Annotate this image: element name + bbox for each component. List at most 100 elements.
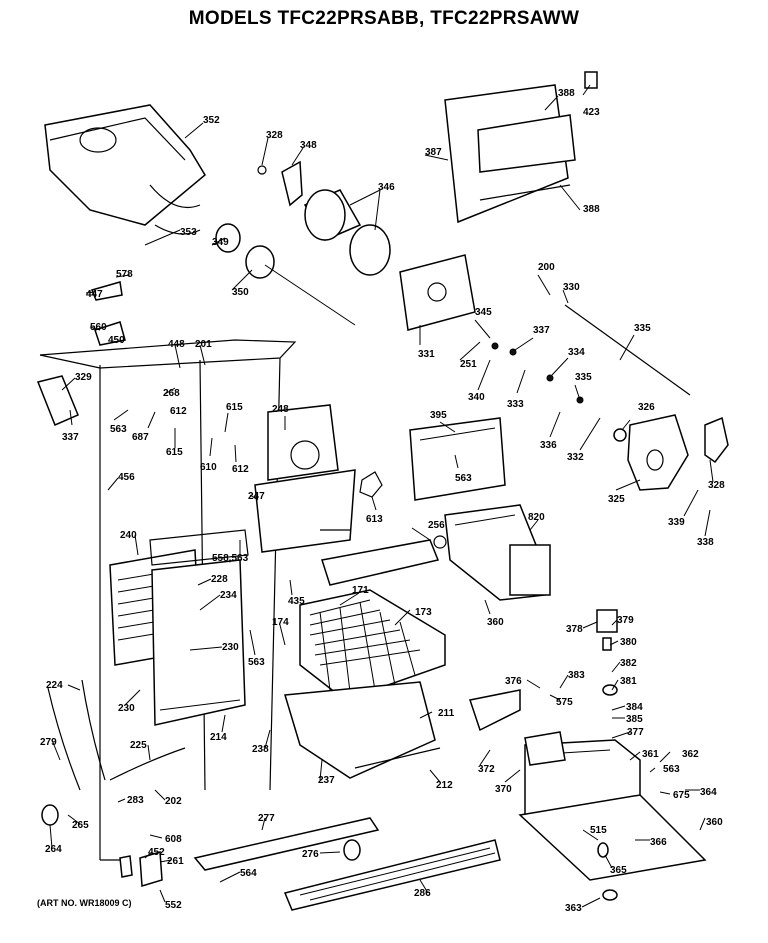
art-number-note: (ART NO. WR18009 C)	[37, 898, 132, 908]
part-callout-label: 340	[468, 392, 485, 403]
part-callout-label: 201	[195, 339, 212, 350]
part-callout-label: 211	[438, 708, 455, 719]
part-callout-label: 563	[663, 764, 680, 775]
part-callout-label: 173	[415, 607, 432, 618]
part-callout-label: 286	[414, 888, 431, 899]
part-callout-label: 435	[288, 596, 305, 607]
part-callout-label: 348	[300, 140, 317, 151]
part-callout-label: 328	[266, 130, 283, 141]
part-callout-label: 365	[610, 865, 627, 876]
part-callout-label: 326	[638, 402, 655, 413]
auger-assembly-part	[215, 160, 391, 326]
part-callout-label: 381	[620, 676, 637, 687]
part-callout-label: 276	[302, 849, 319, 860]
part-callout-label: 675	[673, 790, 690, 801]
part-callout-label: 331	[418, 349, 435, 360]
part-callout-label: 423	[583, 107, 600, 118]
part-callout-label: 563	[455, 473, 472, 484]
part-callout-label: 174	[272, 617, 289, 628]
part-callout-label: 200	[538, 262, 555, 273]
part-callout-label: 337	[533, 325, 550, 336]
damper-control-parts	[491, 304, 729, 491]
control-panel-part	[409, 417, 506, 501]
part-callout-label: 370	[495, 784, 512, 795]
leader-lines	[49, 84, 714, 908]
part-callout-label: 335	[634, 323, 651, 334]
part-callout-label: 615	[226, 402, 243, 413]
part-callout-label: 352	[203, 115, 220, 126]
part-callout-label: 610	[200, 462, 217, 473]
part-callout-label: 385	[626, 714, 643, 725]
part-callout-label: 388	[558, 88, 575, 99]
part-callout-label: 329	[75, 372, 92, 383]
bracket-small-parts	[36, 281, 126, 426]
part-callout-label: 383	[568, 670, 585, 681]
part-callout-label: 335	[575, 372, 592, 383]
part-callout-label: 560	[90, 322, 107, 333]
part-callout-label: 563	[110, 424, 127, 435]
part-callout-label: 360	[487, 617, 504, 628]
part-callout-label: 360	[706, 817, 723, 828]
ice-bucket-part	[44, 104, 206, 235]
part-callout-label: 361	[642, 749, 659, 760]
part-callout-label: 328	[708, 480, 725, 491]
part-callout-label: 372	[478, 764, 495, 775]
part-callout-label: 238	[252, 744, 269, 755]
part-callout-label: 608	[165, 834, 182, 845]
part-callout-label: 552	[165, 900, 182, 911]
part-callout-label: 261	[167, 856, 184, 867]
callout-labels: 3523283483463884233873883533493505784475…	[40, 88, 725, 914]
part-callout-label: 277	[258, 813, 275, 824]
part-callout-label: 234	[220, 590, 237, 601]
part-callout-label: 388	[583, 204, 600, 215]
part-callout-label: 279	[40, 737, 57, 748]
part-callout-label: 452	[148, 847, 165, 858]
part-callout-label: 251	[460, 359, 477, 370]
dispenser-door-part	[444, 71, 598, 224]
part-callout-label: 376	[505, 676, 522, 687]
part-callout-label: 612	[232, 464, 249, 475]
part-callout-label: 265	[72, 820, 89, 831]
part-callout-label: 214	[210, 732, 227, 743]
part-callout-label: 377	[627, 727, 644, 738]
part-callout-label: 378	[566, 624, 583, 635]
part-callout-label: 515	[590, 825, 607, 836]
storage-pan-part	[284, 681, 441, 779]
part-callout-label: 564	[240, 868, 257, 879]
part-callout-label: 336	[540, 440, 557, 451]
part-callout-label: 247	[248, 491, 265, 502]
part-callout-label: 283	[127, 795, 144, 806]
part-callout-label: 558,563	[212, 553, 249, 564]
shelf-part	[321, 539, 440, 586]
part-callout-label: 362	[682, 749, 699, 760]
part-callout-label: 820	[528, 512, 545, 523]
part-callout-label: 387	[425, 147, 442, 158]
part-callout-label: 380	[620, 637, 637, 648]
part-callout-label: 240	[120, 530, 137, 541]
part-callout-label: 350	[232, 287, 249, 298]
mounting-bracket-part	[399, 254, 476, 331]
dispenser-motor-part	[596, 609, 618, 696]
part-callout-label: 268	[163, 388, 180, 399]
diagram-title: MODELS TFC22PRSABB, TFC22PRSAWW	[188, 8, 580, 29]
part-callout-label: 230	[222, 642, 239, 653]
part-callout-label: 345	[475, 307, 492, 318]
part-callout-label: 349	[212, 237, 229, 248]
part-callout-label: 337	[62, 432, 79, 443]
part-callout-label: 450	[108, 335, 125, 346]
part-callout-label: 456	[118, 472, 135, 483]
dispenser-housing-part	[469, 689, 707, 881]
evaporator-cover-part	[151, 559, 246, 726]
part-callout-label: 202	[165, 796, 182, 807]
part-callout-label: 334	[568, 347, 585, 358]
part-callout-label: 237	[318, 775, 335, 786]
part-callout-label: 346	[378, 182, 395, 193]
part-callout-label: 325	[608, 494, 625, 505]
part-callout-label: 339	[668, 517, 685, 528]
part-callout-label: 330	[563, 282, 580, 293]
part-callout-label: 575	[556, 697, 573, 708]
part-callout-label: 333	[507, 399, 524, 410]
part-callout-label: 382	[620, 658, 637, 669]
